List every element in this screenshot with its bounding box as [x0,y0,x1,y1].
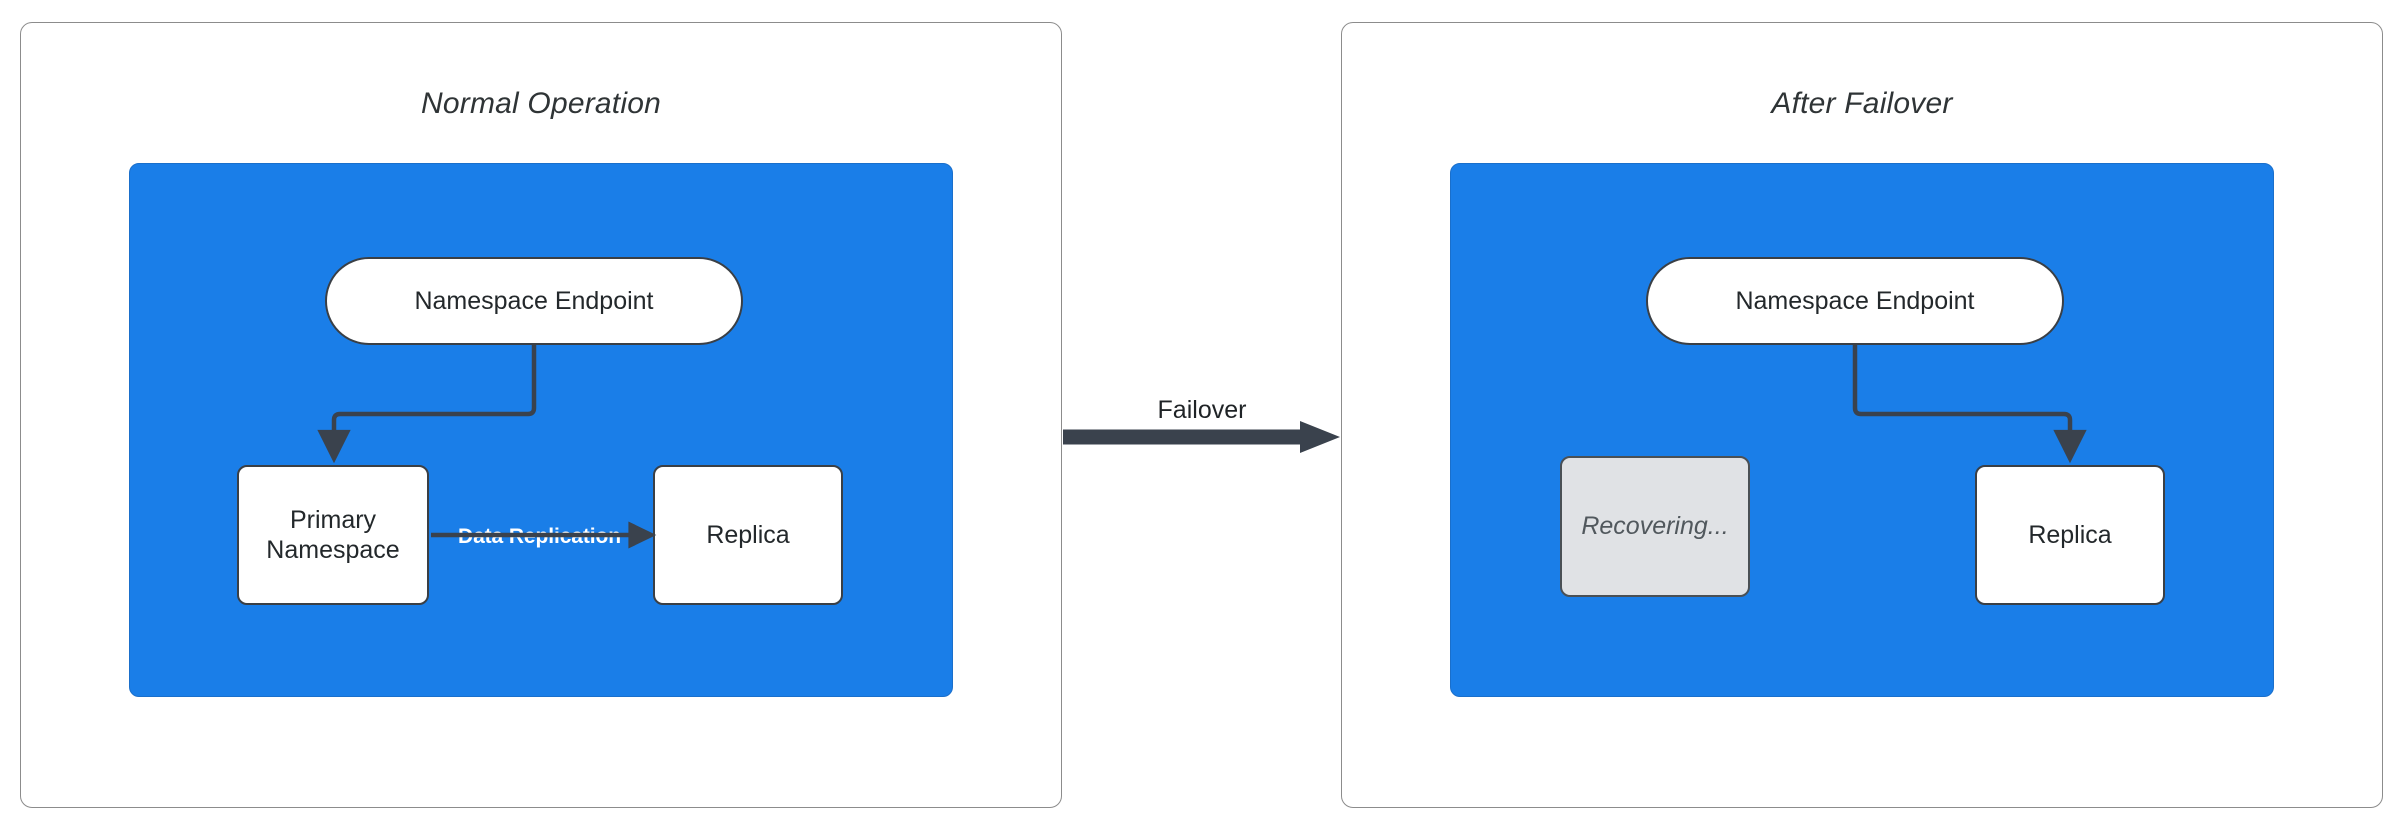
node-recovering[interactable]: Recovering... [1560,456,1750,597]
region-after-failover [1450,163,2274,697]
node-label: Primary Namespace [266,505,399,566]
node-label: Replica [706,520,790,549]
node-label-line1: Primary [289,505,377,534]
edge-label-data-replication: Data Replication [458,525,621,548]
node-replica-left[interactable]: Replica [653,465,843,605]
transition-arrow-failover [1063,421,1340,453]
node-replica-right[interactable]: Replica [1975,465,2165,605]
panel-title-normal-operation: Normal Operation [421,87,661,120]
node-primary-namespace[interactable]: Primary Namespace [237,465,429,605]
node-namespace-endpoint-left[interactable]: Namespace Endpoint [325,257,743,345]
node-label: Namespace Endpoint [414,286,654,315]
transition-label-failover: Failover [1157,396,1247,424]
panel-title-after-failover: After Failover [1771,87,1953,120]
node-label-line2: Namespace [266,536,400,564]
node-label: Namespace Endpoint [1735,286,1975,315]
node-label: Recovering... [1581,512,1729,541]
node-namespace-endpoint-right[interactable]: Namespace Endpoint [1646,257,2064,345]
node-label: Replica [2028,520,2112,549]
region-normal-operation [129,163,953,697]
